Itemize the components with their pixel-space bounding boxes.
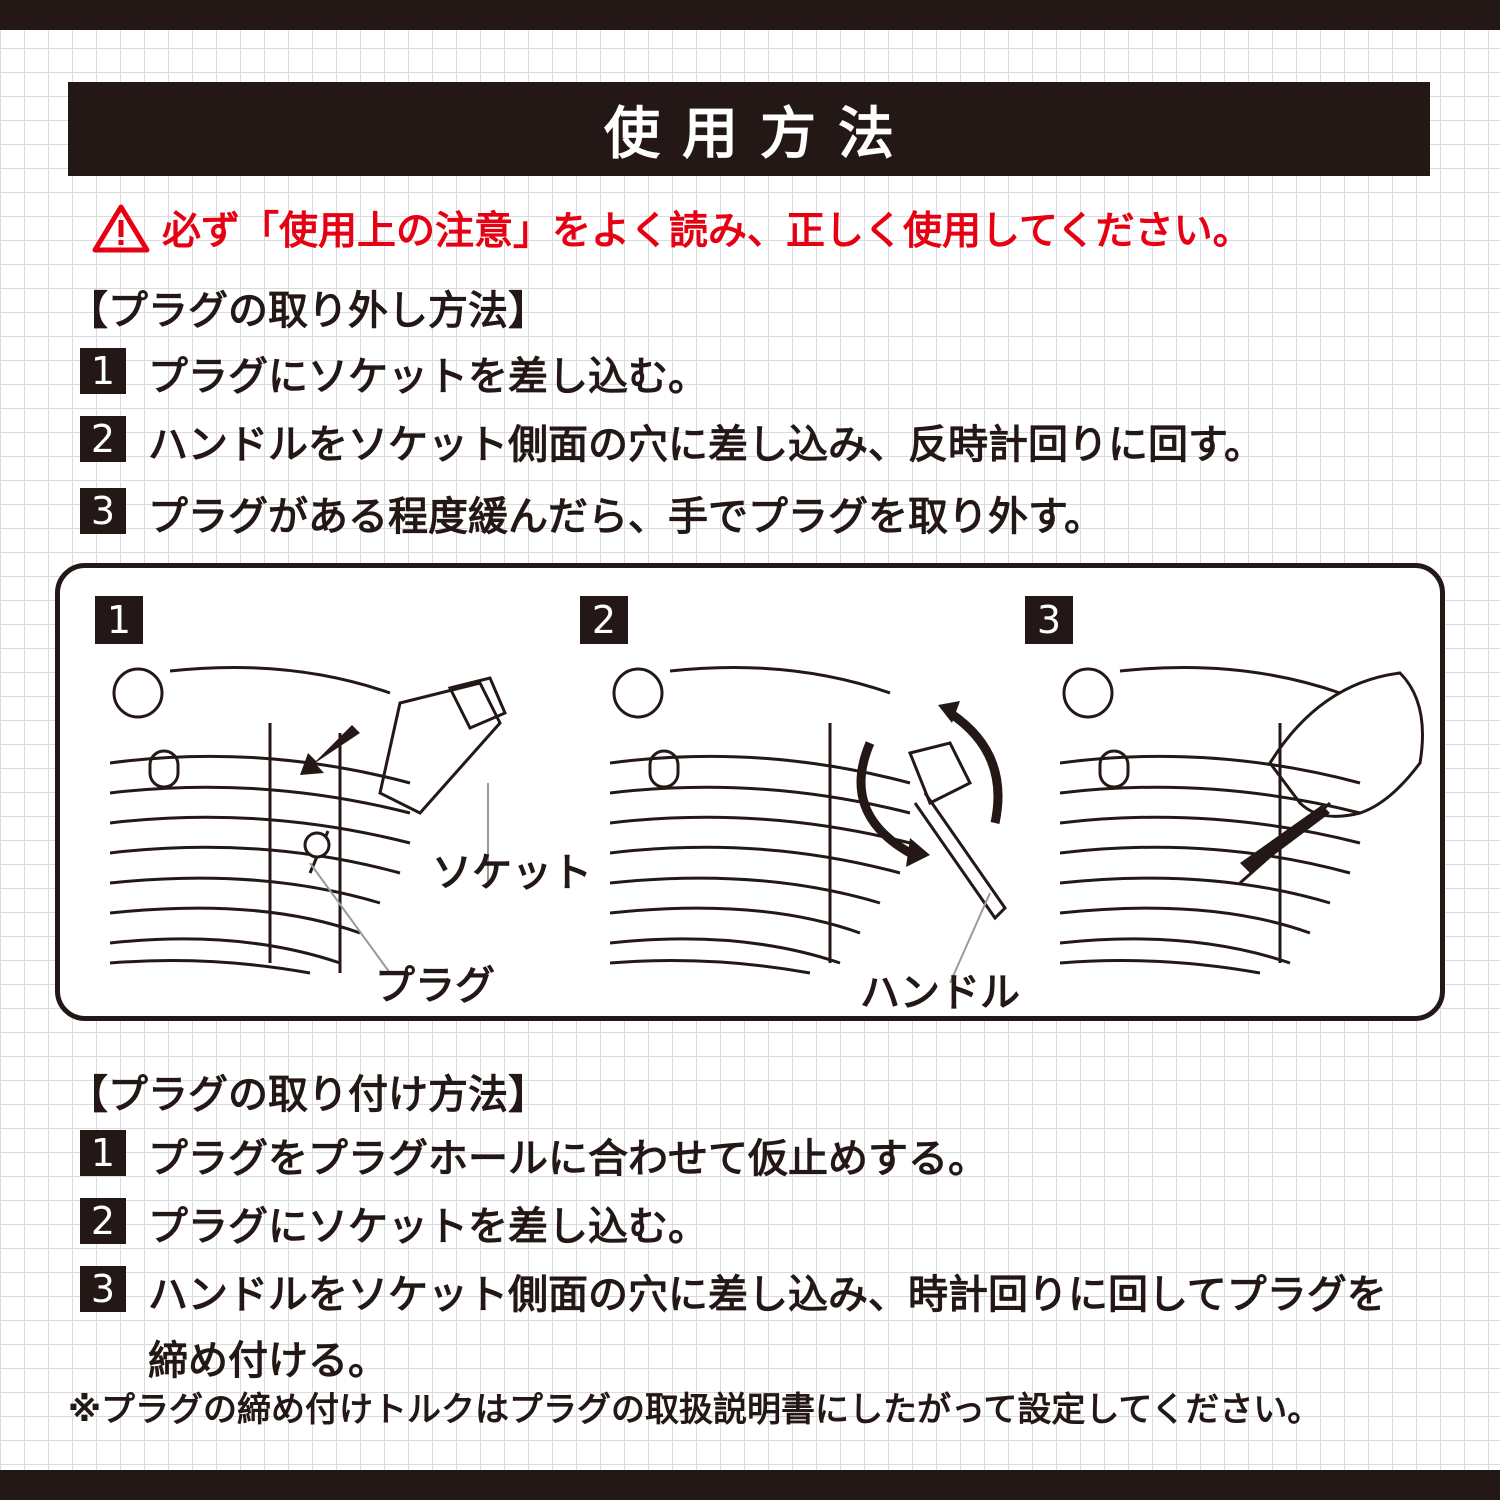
installation-step-1: 1 プラグをプラグホールに合わせて仮止めする。 bbox=[80, 1126, 988, 1192]
label-handle: ハンドル bbox=[860, 970, 1020, 1016]
step-number: 1 bbox=[80, 1130, 126, 1176]
warning-triangle-icon bbox=[92, 204, 150, 253]
page-title: 使用方法 bbox=[604, 101, 916, 167]
step-number: 3 bbox=[80, 1266, 126, 1312]
top-border-bar bbox=[0, 0, 1500, 30]
label-socket: ソケット bbox=[432, 850, 592, 896]
installation-heading: 【プラグの取り付け方法】 bbox=[68, 1072, 548, 1118]
bottom-border-bar bbox=[0, 1470, 1500, 1500]
step-number: 2 bbox=[80, 1198, 126, 1244]
figure-3-number: 3 bbox=[1025, 596, 1073, 644]
removal-step-3: 3 プラグがある程度緩んだら、手でプラグを取り外す。 bbox=[80, 484, 1104, 550]
warning-notice: 必ず「使用上の注意」をよく読み、正しく使用してください。 bbox=[92, 198, 1252, 258]
illustration-panel: 1 ソケット プラグ 2 bbox=[55, 563, 1445, 1021]
figure-1-illustration bbox=[110, 665, 507, 975]
step-number: 3 bbox=[80, 488, 126, 534]
step-number: 1 bbox=[80, 348, 126, 394]
step-text: プラグをプラグホールに合わせて仮止めする。 bbox=[148, 1136, 988, 1182]
step-text: プラグにソケットを差し込む。 bbox=[148, 354, 708, 400]
warning-text: 必ず「使用上の注意」をよく読み、正しく使用してください。 bbox=[162, 209, 1252, 254]
step-number: 2 bbox=[80, 416, 126, 462]
figure-2-illustration bbox=[610, 665, 1007, 983]
removal-heading: 【プラグの取り外し方法】 bbox=[68, 288, 548, 334]
step-text: ハンドルをソケット側面の穴に差し込み、時計回りに回してプラグを締め付ける。 bbox=[148, 1272, 1387, 1384]
title-banner: 使用方法 bbox=[68, 82, 1430, 176]
removal-step-1: 1 プラグにソケットを差し込む。 bbox=[80, 344, 708, 410]
footnote: ※プラグの締め付けトルクはプラグの取扱説明書にしたがって設定してください。 bbox=[68, 1390, 1322, 1430]
step-text: ハンドルをソケット側面の穴に差し込み、反時計回りに回す。 bbox=[148, 422, 1264, 468]
installation-step-3: 3 ハンドルをソケット側面の穴に差し込み、時計回りに回してプラグを締め付ける。 bbox=[80, 1262, 1398, 1394]
figure-3-illustration bbox=[1060, 665, 1424, 975]
figure-2-number: 2 bbox=[580, 596, 628, 644]
step-text: プラグにソケットを差し込む。 bbox=[148, 1204, 708, 1250]
removal-step-2: 2 ハンドルをソケット側面の穴に差し込み、反時計回りに回す。 bbox=[80, 412, 1264, 478]
step-text: プラグがある程度緩んだら、手でプラグを取り外す。 bbox=[148, 494, 1104, 540]
figure-1-number: 1 bbox=[95, 596, 143, 644]
label-plug: プラグ bbox=[375, 963, 495, 1009]
installation-step-2: 2 プラグにソケットを差し込む。 bbox=[80, 1194, 708, 1260]
